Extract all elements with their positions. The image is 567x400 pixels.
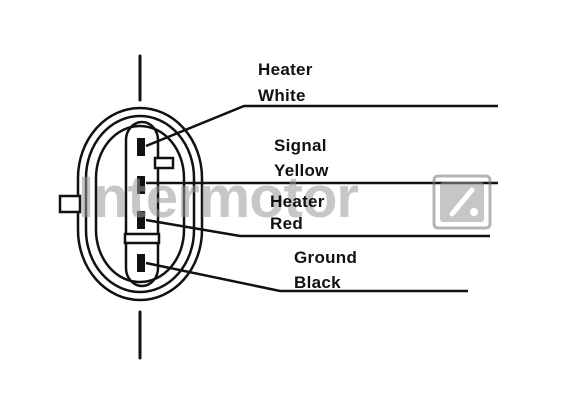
key-slot-upper — [153, 156, 175, 170]
watermark-brand: Intermotor — [78, 165, 359, 230]
pin-1-color: White — [258, 86, 306, 105]
pin-4-color: Black — [294, 273, 341, 292]
pin-4-contact — [137, 254, 145, 272]
intermotor-logo-icon — [432, 174, 492, 230]
pin-contacts — [137, 138, 145, 272]
key-slot-lower — [123, 232, 161, 245]
pin-2-color: Yellow — [274, 161, 329, 180]
pin-3-label: Heater Red — [270, 192, 325, 234]
pin-3-color: Red — [270, 214, 304, 233]
pin-4-name: Ground — [294, 248, 358, 267]
pin-2-name: Signal — [274, 136, 327, 155]
leader-heater-white — [145, 104, 498, 148]
pin-4-label: Ground Black — [294, 248, 357, 293]
pin-3-contact — [137, 211, 145, 229]
leader-ground-black — [145, 261, 468, 293]
pin-3-name: Heater — [270, 192, 325, 211]
pin-1-name: Heater — [258, 60, 313, 79]
leader-heater-red — [145, 218, 490, 238]
pin-1-contact — [137, 138, 145, 156]
pin-1-label: Heater White — [258, 60, 313, 106]
locking-tab — [58, 194, 82, 214]
leader-lines — [145, 104, 498, 293]
pin-2-contact — [137, 176, 145, 194]
pin-2-label: Signal Yellow — [274, 136, 329, 181]
